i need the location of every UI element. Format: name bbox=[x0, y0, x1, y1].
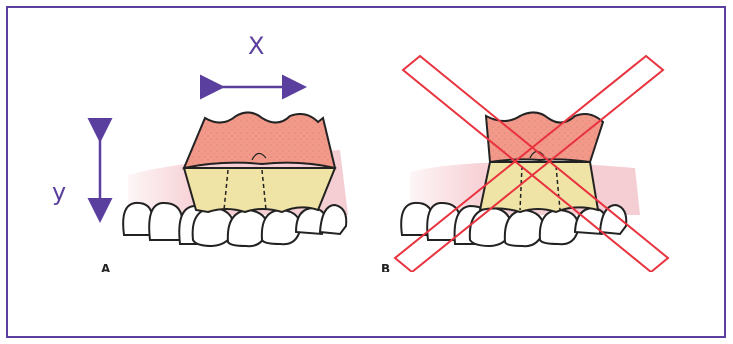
caption-crop bbox=[80, 272, 680, 292]
panel-a bbox=[100, 87, 348, 246]
width-label: X bbox=[248, 32, 264, 60]
graft-base-a bbox=[184, 168, 335, 212]
panel-b bbox=[395, 56, 668, 272]
height-label: y bbox=[52, 178, 66, 206]
